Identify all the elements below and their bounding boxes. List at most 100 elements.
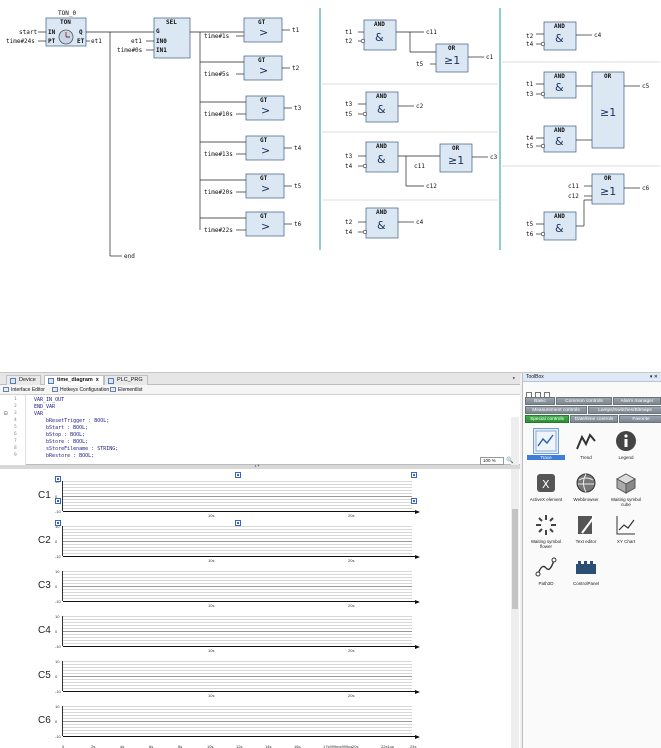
toolbox-category-tab[interactable]: Lamps/Switches/Bitmaps <box>588 406 661 414</box>
zero-line <box>63 541 412 542</box>
and-block[interactable] <box>363 19 397 51</box>
toolbox-item[interactable]: ControlPanel <box>567 555 605 586</box>
trace-plot[interactable] <box>62 481 420 514</box>
ton-pt-var: time#24s <box>6 38 35 45</box>
tab-device[interactable]: Device <box>6 375 41 385</box>
subtab-hotkeys[interactable]: Hotkeys Configuration <box>52 387 109 393</box>
subtab-elementlist[interactable]: Elementlist <box>110 387 142 393</box>
and-block[interactable] <box>543 211 577 241</box>
y-tick-label: -10 <box>55 554 61 559</box>
toolbox-category-tab[interactable]: Basic <box>525 397 555 405</box>
toolbox-item[interactable]: X ActiveX element <box>527 471 565 502</box>
trace-plot[interactable] <box>62 661 420 694</box>
zoom-tool-icon[interactable]: 🔍 <box>506 457 514 464</box>
y-tick-label: 10 <box>55 659 60 664</box>
code-line[interactable]: sStoreFilename : STRING; <box>34 446 119 452</box>
time-tick-label: 24s <box>410 744 417 748</box>
declaration-scrollbar[interactable] <box>511 417 519 485</box>
tab-plc-prg[interactable]: PLC_PRG <box>104 375 148 385</box>
code-line[interactable]: VAR <box>34 411 44 417</box>
and-block[interactable] <box>365 207 399 239</box>
trace-plot[interactable] <box>62 616 420 649</box>
and-block[interactable] <box>543 71 577 99</box>
toolbox-item[interactable]: Text editor <box>567 513 605 544</box>
selection-handle[interactable] <box>55 498 61 504</box>
close-tab-icon[interactable]: x <box>95 377 99 383</box>
time-axis <box>63 601 418 602</box>
trace-plot[interactable] <box>62 706 420 739</box>
gt-block[interactable] <box>243 17 283 43</box>
toolbox-category-tab[interactable]: Measurement controls <box>525 406 587 414</box>
gt-in2-var: time#20s <box>204 189 233 196</box>
time-tick-label: 10s <box>207 744 214 748</box>
toolbox-category-tab[interactable]: Favorite <box>619 415 661 423</box>
toolbox-item[interactable]: Webbrowser <box>567 471 605 502</box>
subtab-interface-editor[interactable]: Interface Editor <box>3 387 45 393</box>
selection-handle[interactable] <box>235 472 241 478</box>
code-line[interactable]: END_VAR <box>34 404 56 410</box>
selection-handle[interactable] <box>411 472 417 478</box>
zoom-select[interactable]: 100 % <box>480 457 504 465</box>
toolbox-item-label: ActiveX element <box>529 497 563 502</box>
toolbox-item[interactable]: Legend <box>607 429 645 460</box>
time-tick-label: 16s <box>294 744 301 748</box>
gt-block-group: GT>time#1st1GT>time#5st2GT>time#10st3GT>… <box>200 17 302 237</box>
or-block[interactable] <box>439 143 473 173</box>
code-line[interactable]: bStart : BOOL; <box>34 425 89 431</box>
editor-splitter[interactable]: ▴▾ <box>0 463 520 469</box>
network-input-var: t3 <box>526 91 534 98</box>
gt-block[interactable] <box>245 135 285 161</box>
scrollbar-thumb[interactable] <box>512 509 518 609</box>
toolbox-item[interactable]: Trend <box>567 429 605 460</box>
trace-icon <box>533 428 559 454</box>
toolbox-item[interactable]: XY Chart <box>607 513 645 544</box>
network-input-var: t4 <box>526 135 534 142</box>
or-block[interactable] <box>591 71 625 149</box>
toolbox-category-tab[interactable]: Alarm manager <box>613 397 661 405</box>
gt-block[interactable] <box>245 211 285 237</box>
fold-toggle-icon[interactable]: ⊟ <box>4 410 8 417</box>
line-number: 4 <box>14 418 17 423</box>
selection-handle[interactable] <box>411 498 417 504</box>
toolbox-window-controls[interactable]: ▾ ✕ <box>649 374 658 380</box>
and-block[interactable] <box>365 141 399 173</box>
line-number: 9 <box>14 453 17 458</box>
gt-block[interactable] <box>245 173 285 199</box>
code-line[interactable]: bRestore : BOOL; <box>34 453 95 459</box>
xy-chart-icon <box>614 513 638 537</box>
toolbox-item-label: Waiting symbol flower <box>530 539 562 549</box>
toolbox-item[interactable]: Path3D <box>527 555 565 586</box>
visualization-scrollbar[interactable] <box>511 469 519 748</box>
trace-plot[interactable] <box>62 571 420 604</box>
toolbox-category-tab[interactable]: Date/time controls <box>570 415 618 423</box>
toolbox-item[interactable]: Waiting symbol flower <box>527 513 565 549</box>
toolbox-category-tab[interactable]: Common controls <box>556 397 612 405</box>
code-line[interactable]: bStore : BOOL; <box>34 439 89 445</box>
code-line[interactable]: bResetTrigger : BOOL; <box>34 418 110 424</box>
and-block[interactable] <box>543 21 577 51</box>
and-block[interactable] <box>543 125 577 153</box>
or-block[interactable] <box>591 173 625 205</box>
toolbox-item[interactable]: Waiting symbol cube <box>607 471 645 507</box>
selection-handle[interactable] <box>235 520 241 526</box>
time-tick-label: 22s1us <box>381 744 394 748</box>
tab-list-dropdown-icon[interactable]: ▾ <box>512 375 516 382</box>
toolbox-item[interactable]: Trace <box>527 428 565 460</box>
sel-block[interactable] <box>153 17 191 59</box>
code-line[interactable]: VAR_IN_OUT <box>34 397 65 403</box>
or-block[interactable] <box>435 43 469 73</box>
trace-plot[interactable] <box>62 526 420 559</box>
selection-handle[interactable] <box>55 520 61 526</box>
code-line[interactable]: bStop : BOOL; <box>34 432 86 438</box>
svg-text:X: X <box>542 478 550 491</box>
or-block-type: OR <box>604 73 612 80</box>
x-tick-label: 10s <box>208 513 215 518</box>
selection-handle[interactable] <box>55 476 61 482</box>
gt-output-var: t3 <box>294 105 302 112</box>
toolbox-category-tab[interactable]: Special controls <box>525 415 569 423</box>
and-block[interactable] <box>365 91 399 123</box>
gt-in2-var: time#5s <box>204 71 230 78</box>
